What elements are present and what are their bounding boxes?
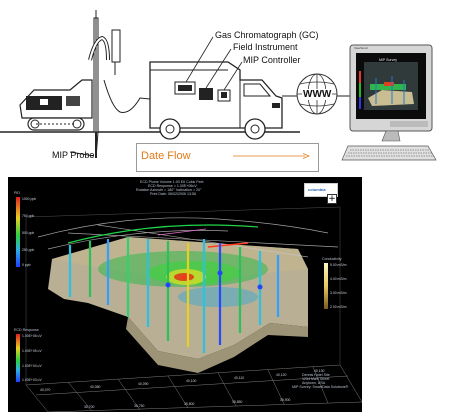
pid-legend-tick: 1000 ppb [22,197,37,201]
scene-footer-line: 1234 Main Street [302,377,330,381]
mip-workflow-diagram: Gas Chromatograph (GC) Field Instrument … [0,0,450,175]
axis-tick-x: 40,130 [314,369,325,373]
axis-tick-y: 35,850 [232,400,243,404]
monitor-screen-title: MIP Survey [379,58,398,62]
axis-tick-x: 40,110 [234,376,245,380]
ecd-legend-tick: 1.00E+05 uV [22,349,42,353]
scene-footer-line: MIP Survey: SmartData Solutions® [292,385,349,389]
www-label: WWW [302,89,333,100]
axis-tick-y: 35,900 [280,398,291,402]
scene-header-line: ECD Response = 1.00E+06uV [148,184,197,188]
conductivity-legend-bar [324,263,328,309]
axis-tick-x: 40,100 [186,379,197,383]
axis-tick-y: 35,800 [184,402,195,406]
axis-tick-x: 40,070 [40,388,51,392]
scene-header-line: ECD Plume Volume 1.00 E6 Cubic Feet [140,180,204,184]
pid-legend-tick: 250 ppb [22,248,35,252]
axis-tick-x: 40,090 [138,382,149,386]
plus-icon[interactable]: + [327,194,337,204]
plume-scene-graphic [25,206,362,412]
computer-monitor-icon [341,44,437,161]
axis-tick-x: 40,080 [90,385,101,389]
pid-legend-tick: 500 ppb [22,231,35,235]
scene-footer-line: Dennis Hotel Site [302,373,330,377]
logo-text: columbia [308,187,326,192]
mip-3d-visualization: PID 1000 ppb 750 ppb 500 ppb 250 ppb 0 p… [8,177,362,412]
scene-header-line: Rotation Azimuth = 180° Inclination = 20… [136,188,202,192]
pid-legend-tick: 750 ppb [22,214,35,218]
conductivity-legend-tick: 2.00 mS/m [330,305,347,309]
scene-footer-line: Anytown, USA [302,381,326,385]
scene-header-line: Print Date: 06/02/2006 13:56 [150,192,196,196]
mip-probe-label: MIP Probe [52,150,95,160]
ecd-legend-tick: 1.00E+04 uV [22,364,42,368]
gas-chromatograph-label: Gas Chromatograph (GC) [215,30,319,40]
pid-legend-tick: 0 ppb [22,263,31,267]
conductivity-legend-title: Conductivity [322,257,342,261]
date-flow-box: Date Flow [136,143,319,172]
company-logo: columbia [304,183,338,197]
field-instrument-label: Field Instrument [233,42,298,52]
pid-legend-title: PID [14,191,20,195]
ecd-legend-tick: 1.00E+03 uV [22,378,42,382]
conductivity-legend-tick: 5.00 mS/m [330,263,347,267]
ecd-legend-tick: 1.00E+06 uV [22,334,42,338]
arrow-right-icon [233,153,311,159]
date-flow-label: Date Flow [141,150,191,162]
pid-legend-bar [16,197,20,267]
axis-tick-y: 35,700 [84,405,95,409]
monitor-brand: ViewSonic [354,46,368,50]
ecd-legend-title: ECD Response [14,328,39,332]
axis-tick-y: 35,750 [134,404,145,408]
workflow-illustration [0,10,437,161]
conductivity-legend-tick: 3.00 mS/m [330,291,347,295]
mip-controller-label: MIP Controller [243,55,301,65]
conductivity-legend-tick: 4.00 mS/m [330,277,347,281]
axis-tick-x: 40,120 [276,373,287,377]
ecd-legend-bar [16,334,20,382]
